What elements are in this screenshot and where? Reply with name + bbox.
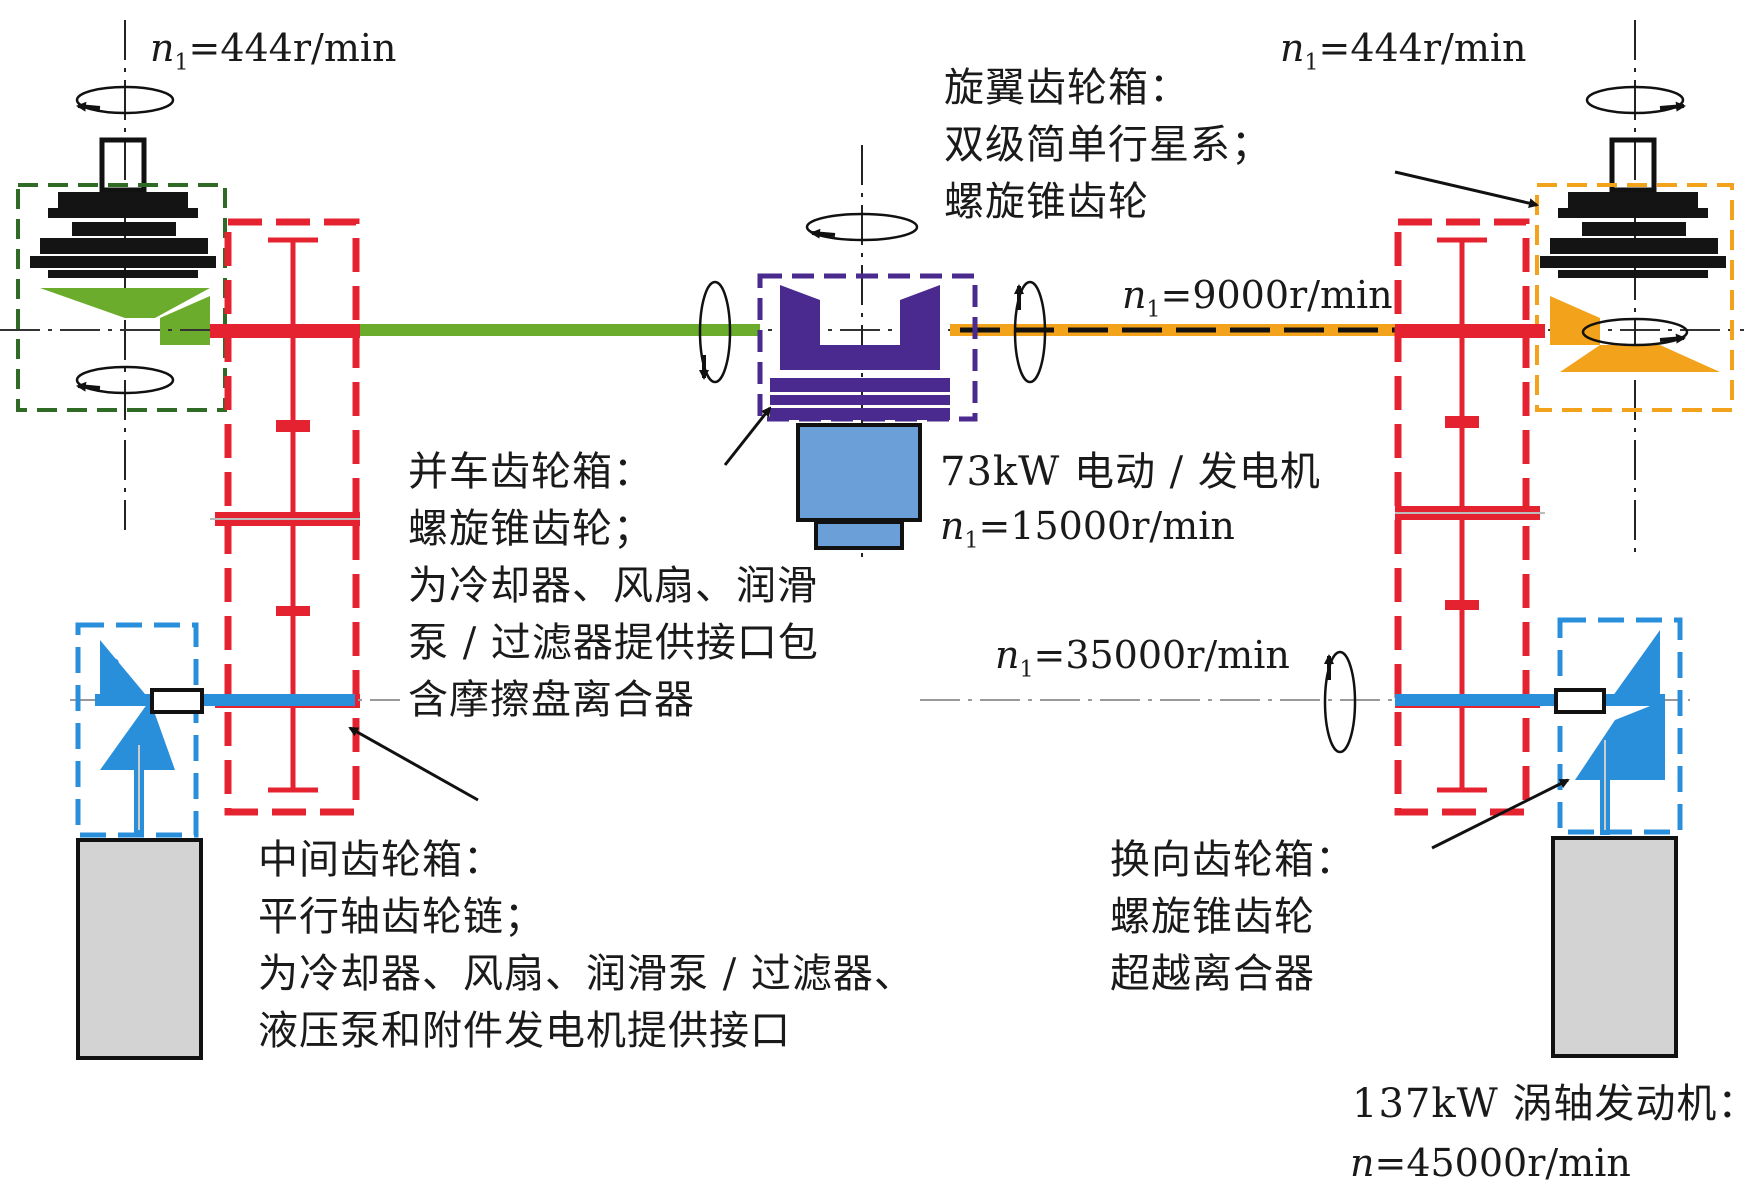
left-reversing-gearbox [70, 622, 400, 1060]
motor-label: 73kW 电动 / 发电机 [940, 449, 1321, 495]
speed-engine: n=45000r/min [1350, 1141, 1631, 1185]
engine-label: 137kW 涡轴发动机： [1352, 1081, 1744, 1127]
arrow-to-rotor-gearbox [1394, 170, 1539, 209]
right-intermediate-gearbox [1394, 218, 1545, 816]
speed-motor: n1=15000r/min [940, 504, 1235, 554]
left-planetary-stage [58, 192, 188, 208]
speed-rotor-right: n1=444r/min [1280, 26, 1527, 76]
speed-cross-shaft: n1=9000r/min [1122, 273, 1393, 323]
left-engine [76, 838, 203, 1060]
speed-turbo-shaft: n1=35000r/min [995, 633, 1290, 683]
arrow-to-intermediate-gearbox [348, 726, 479, 802]
rotor-gearbox-label: 旋翼齿轮箱： 双级简单行星系； 螺旋锥齿轮 [944, 65, 1272, 225]
right-bevel-gear [1550, 296, 1600, 345]
intermediate-gearbox-label: 中间齿轮箱： 平行轴齿轮链； 为冷却器、风扇、润滑泵 / 过滤器、 液压泵和附件… [258, 837, 915, 1054]
right-engine [1551, 836, 1678, 1058]
right-rotor-gearbox [1535, 20, 1734, 560]
reversing-gearbox-label: 换向齿轮箱： 螺旋锥齿轮 超越离合器 [1110, 837, 1356, 997]
arrow-to-reversing-gearbox [1431, 778, 1570, 850]
left-intermediate-gearbox [210, 218, 360, 816]
motor-body [796, 423, 922, 522]
arrow-to-combining-gearbox [723, 406, 772, 466]
left-bevel-gear [40, 288, 210, 318]
left-rotor-gearbox [16, 20, 227, 530]
speed-rotor-left: n1=444r/min [150, 26, 397, 76]
right-reversing-gearbox [920, 617, 1690, 1058]
combining-gearbox [698, 145, 1047, 560]
leader-arrows [348, 170, 1570, 850]
combining-gearbox-label: 并车齿轮箱： 螺旋锥齿轮； 为冷却器、风扇、润滑 泵 / 过滤器提供接口包 含摩… [408, 449, 819, 723]
